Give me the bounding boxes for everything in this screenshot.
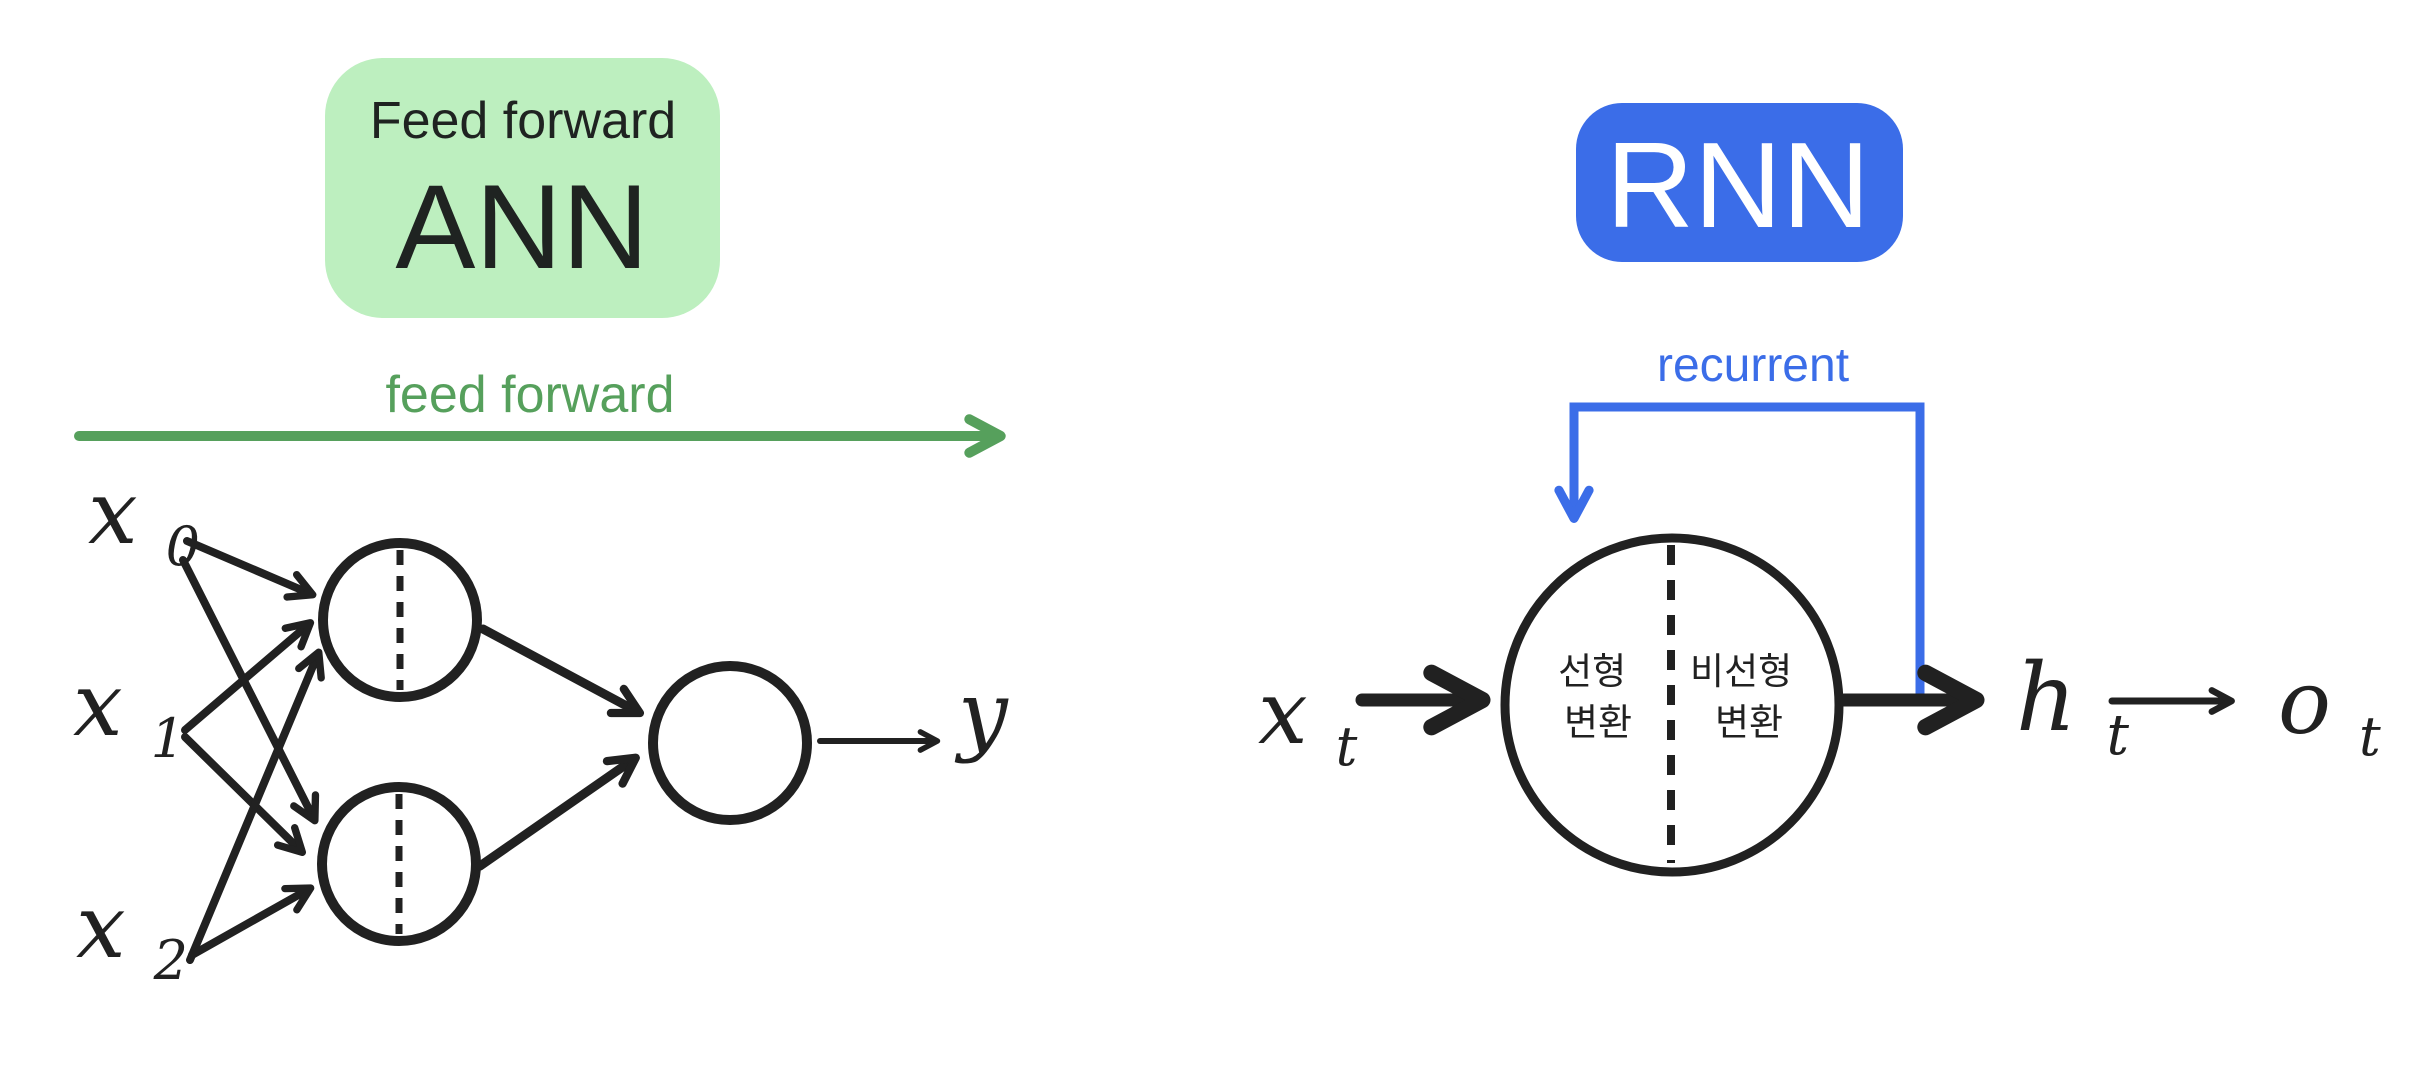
rnn-diagram: RNN recurrent 선형 변환 비선형 변환 x t h t [1258,103,2381,877]
edge-x2-h1 [186,648,325,964]
cell-label-nonlinear: 비선형 변환 [1690,650,1804,744]
cell-label-nonlinear-line2: 변환 [1715,701,1783,744]
ann-diagram: Feed forward ANN feed forward x 0 x 1 x … [73,58,1009,992]
rnn-input-sub: t [1336,715,1358,778]
ann-hidden-edges [475,624,645,871]
rnn-output-label: o t [2278,651,2381,768]
cell-label-linear-line1: 선형 [1558,650,1626,693]
rnn-input-base: x [1258,661,1308,764]
input-label-x1: x 1 [73,653,185,770]
rnn-hidden-sub: t [2106,703,2129,768]
rnn-input-label: x t [1258,661,1358,778]
edge-h1-out [478,624,645,718]
hidden-neuron-1 [318,538,482,702]
output-neuron [648,661,812,825]
input-label-x0: x 0 [88,461,200,578]
ann-badge-title: ANN [395,160,648,294]
ann-input-edges [179,537,325,964]
recurrent-label: recurrent [1657,339,1849,392]
hidden-neuron-2 [317,782,481,946]
cell-label-linear-line2: 변환 [1564,701,1632,744]
edge-x0-h1 [183,537,317,601]
feed-forward-label: feed forward [385,366,674,424]
input-x2-sub: 2 [153,929,188,992]
rnn-output-sub: t [2359,705,2381,768]
output-label-y: y [954,662,1009,765]
input-label-x2: x 2 [76,875,188,992]
edge-x2-h2 [188,884,315,959]
rnn-output-base: o [2278,651,2331,754]
input-x1-sub: 1 [151,707,185,770]
rnn-hidden-label: h t [2016,644,2129,768]
edge-h2-out [475,753,640,871]
edge-x0-h2 [179,556,320,825]
edge-x1-h1 [181,619,315,734]
ann-badge-subtitle: Feed forward [370,92,676,150]
recurrent-loop-arrow [1554,402,1925,700]
edge-x1-h2 [181,733,307,857]
rnn-hidden-base: h [2016,644,2077,753]
rnn-badge [1576,103,1903,262]
input-x0-base: x [88,461,138,564]
ann-badge [325,58,720,318]
input-x1-base: x [73,653,123,756]
output-y-base: y [954,662,1009,765]
cell-label-linear: 선형 변환 [1558,650,1638,744]
rnn-badge-title: RNN [1606,117,1870,253]
cell-label-nonlinear-line1: 비선형 [1690,650,1792,693]
input-x2-base: x [76,875,126,978]
